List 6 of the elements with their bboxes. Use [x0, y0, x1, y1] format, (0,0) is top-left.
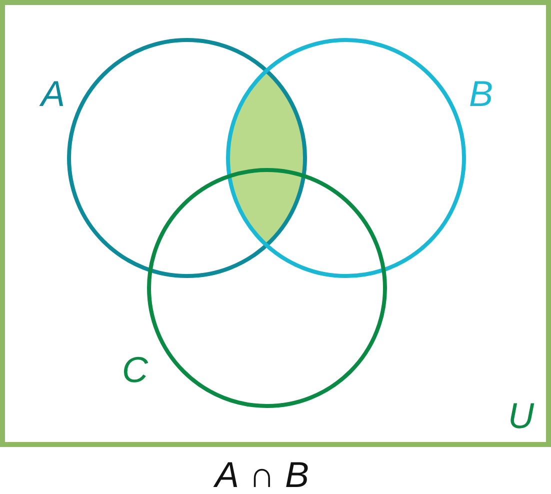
- set-label: B: [469, 76, 494, 112]
- caption: A ∩ B: [215, 457, 309, 493]
- set-label: C: [122, 352, 148, 388]
- universe-rectangle: [0, 0, 551, 447]
- set-label: A: [41, 76, 66, 112]
- set-label: U: [508, 398, 534, 434]
